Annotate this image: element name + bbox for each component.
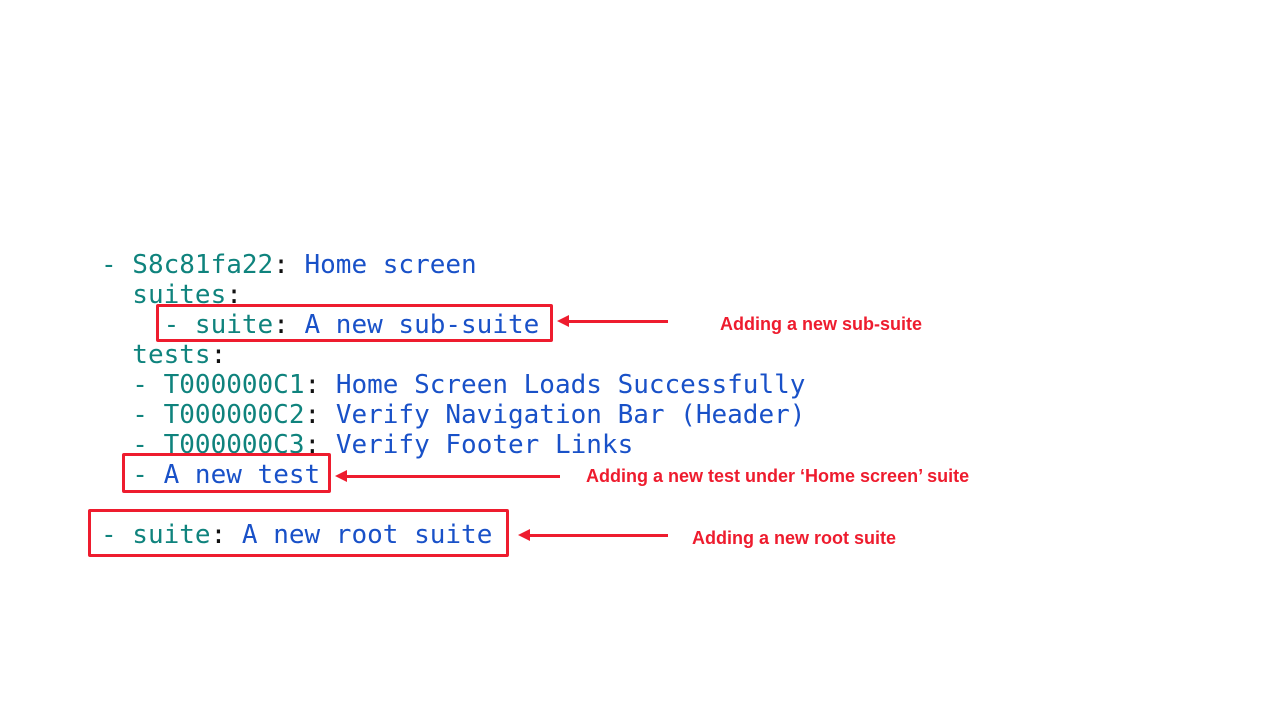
code-line: - T000000C1: Home Screen Loads Successfu… bbox=[101, 370, 805, 400]
code-token: : bbox=[273, 310, 305, 340]
code-token: : bbox=[210, 340, 227, 370]
callout-root-suite-label: Adding a new root suite bbox=[692, 528, 897, 548]
code-token: A new test bbox=[163, 460, 321, 490]
code-token: : bbox=[304, 430, 336, 460]
code-token: Home screen bbox=[304, 250, 477, 280]
code-token: Verify Navigation Bar (Header) bbox=[335, 400, 806, 430]
code-token: Home Screen Loads Successfully bbox=[335, 370, 806, 400]
highlight-box-new-test bbox=[122, 453, 331, 493]
highlight-box-sub-suite bbox=[156, 304, 553, 342]
code-line: tests: bbox=[101, 340, 805, 370]
code-line: - suite: A new sub-suite bbox=[101, 310, 805, 340]
code-token: : bbox=[226, 280, 242, 310]
code-line: - A new test bbox=[101, 460, 805, 490]
code-token: : bbox=[273, 250, 305, 280]
arrowhead-left-icon bbox=[335, 470, 347, 482]
code-token: tests bbox=[101, 340, 211, 370]
arrow-root-suite bbox=[518, 529, 668, 541]
yaml-code-block: - S8c81fa22: Home screen suites: - suite… bbox=[101, 250, 805, 550]
code-token: A new root suite bbox=[241, 520, 493, 550]
code-token: - T000000C1 bbox=[101, 370, 305, 400]
code-token: : bbox=[304, 370, 336, 400]
code-line: - suite: A new root suite bbox=[101, 520, 805, 550]
code-token: : bbox=[304, 400, 336, 430]
arrowhead-left-icon bbox=[518, 529, 530, 541]
code-token: - bbox=[101, 460, 164, 490]
code-token: - S8c81fa22 bbox=[101, 250, 274, 280]
callout-new-test-label: Adding a new test under ‘Home screen’ su… bbox=[586, 466, 970, 486]
code-token: - suite bbox=[101, 310, 274, 340]
highlight-box-root-suite bbox=[88, 509, 509, 557]
arrow-new-test bbox=[335, 470, 560, 482]
code-token: : bbox=[210, 520, 242, 550]
arrowhead-left-icon bbox=[557, 315, 569, 327]
callout-sub-suite-label: Adding a new sub-suite bbox=[720, 314, 923, 334]
code-token: - T000000C2 bbox=[101, 400, 305, 430]
code-line: - S8c81fa22: Home screen bbox=[101, 250, 805, 280]
code-token: Verify Footer Links bbox=[335, 430, 634, 460]
arrow-sub-suite bbox=[557, 315, 668, 327]
code-token: A new sub-suite bbox=[304, 310, 540, 340]
code-token: - suite bbox=[101, 520, 211, 550]
code-line: - T000000C2: Verify Navigation Bar (Head… bbox=[101, 400, 805, 430]
